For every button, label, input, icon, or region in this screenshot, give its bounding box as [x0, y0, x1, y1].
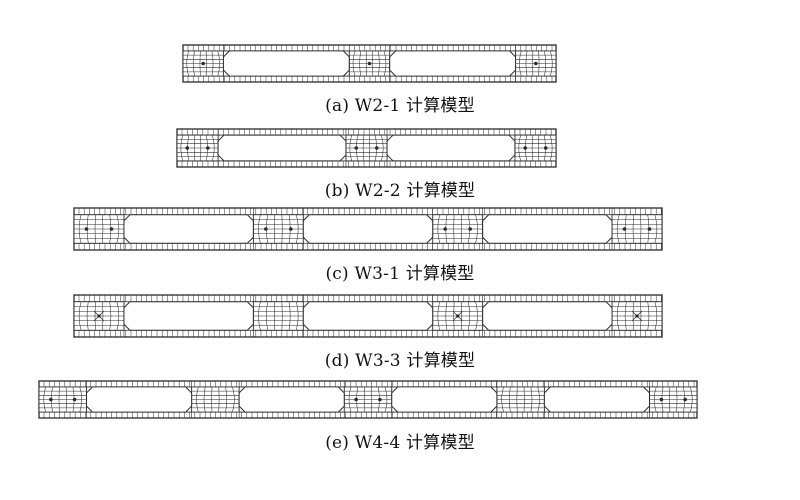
node-dot — [635, 314, 639, 318]
node-dot — [523, 146, 527, 150]
node-dot — [185, 146, 190, 150]
pier — [176, 134, 219, 162]
pier — [514, 134, 557, 162]
node-dot — [201, 61, 206, 66]
caption-b: (b) W2-2 计算模型 — [324, 181, 476, 201]
node-dot — [647, 227, 652, 231]
pier — [348, 50, 391, 77]
opening — [386, 134, 516, 162]
node-dot — [443, 227, 447, 231]
node-dot — [84, 227, 89, 231]
node-dot — [659, 397, 664, 402]
opening — [389, 50, 517, 77]
opening — [123, 214, 254, 244]
pier — [611, 214, 663, 244]
pier — [515, 50, 557, 77]
pier — [432, 214, 484, 244]
caption-d: (d) W3-3 计算模型 — [324, 351, 476, 371]
node-dot — [264, 227, 268, 231]
opening — [302, 301, 434, 331]
opening — [543, 386, 651, 413]
pier — [343, 386, 393, 413]
node-dot — [109, 227, 114, 231]
pier — [432, 301, 484, 331]
pier — [611, 301, 663, 331]
pier — [73, 214, 125, 244]
opening — [482, 301, 613, 331]
node-dot — [206, 146, 210, 150]
wall-model-e — [38, 380, 698, 419]
opening — [85, 386, 193, 413]
opening — [238, 386, 345, 413]
node-dot — [354, 146, 359, 150]
node-dot — [289, 227, 293, 231]
caption-c: (c) W3-1 计算模型 — [325, 264, 475, 284]
pier — [649, 386, 698, 413]
opening — [123, 301, 254, 331]
node-dot — [378, 397, 382, 402]
wall-model-c — [73, 207, 663, 251]
opening — [302, 214, 434, 244]
opening — [222, 50, 350, 77]
node-dot — [367, 61, 372, 66]
wall-model-b — [176, 128, 557, 168]
node-dot — [72, 397, 77, 402]
opening — [482, 214, 613, 244]
pier — [73, 301, 125, 331]
node-dot — [543, 146, 548, 150]
pier — [182, 50, 224, 77]
wall-model-d — [73, 294, 663, 338]
caption-e: (e) W4-4 计算模型 — [325, 433, 475, 453]
pier — [252, 214, 304, 244]
pier — [496, 386, 545, 413]
pier — [191, 386, 240, 413]
node-dot — [97, 314, 101, 318]
pier — [345, 134, 388, 162]
opening — [391, 386, 498, 413]
node-dot — [533, 61, 538, 66]
pier — [252, 301, 304, 331]
node-dot — [49, 397, 53, 402]
node-dot — [374, 146, 379, 150]
node-dot — [683, 397, 687, 402]
node-dot — [622, 227, 627, 231]
node-dot — [468, 227, 472, 231]
node-dot — [456, 314, 460, 318]
pier — [38, 386, 87, 413]
wall-model-a — [182, 44, 557, 83]
opening — [217, 134, 347, 162]
caption-a: (a) W2-1 计算模型 — [325, 96, 475, 116]
node-dot — [354, 397, 358, 402]
